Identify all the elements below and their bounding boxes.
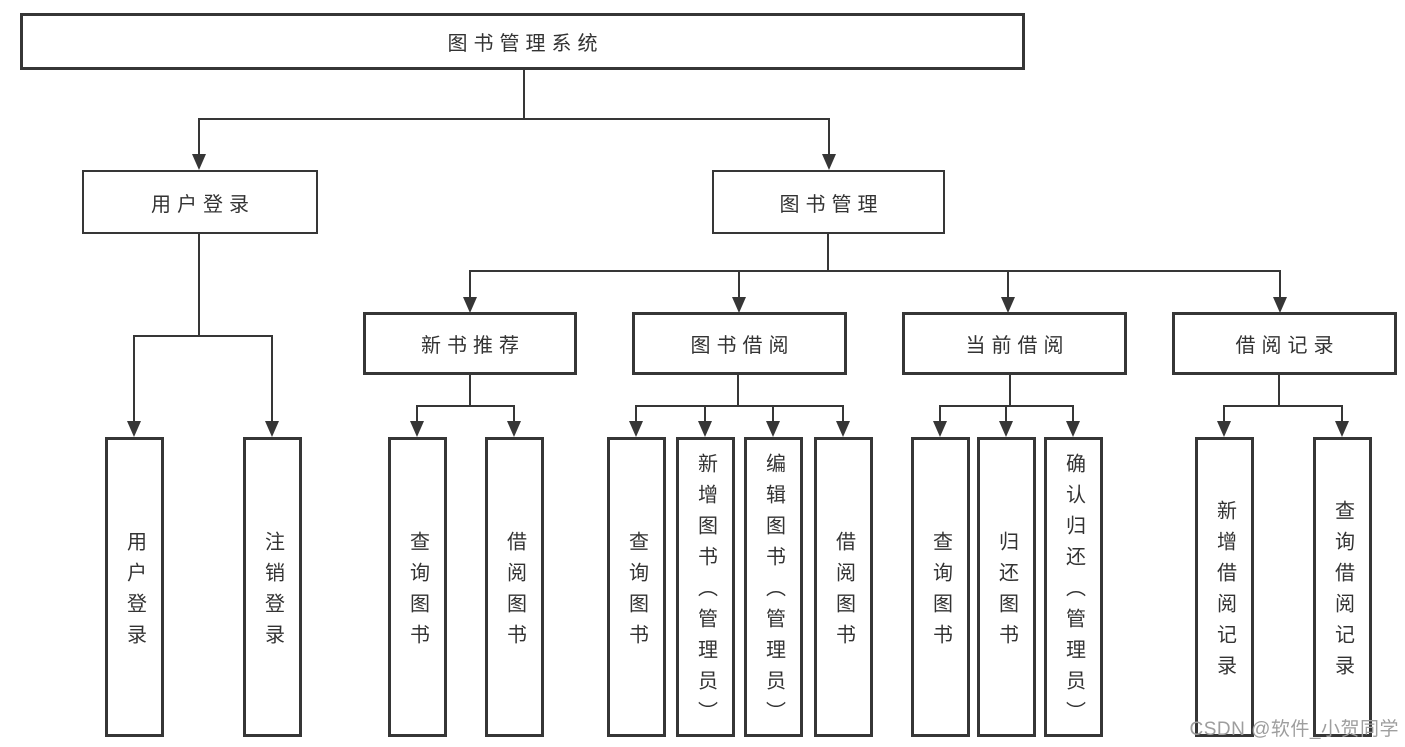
connector-line [842, 405, 844, 423]
node-current-borrowing: 当前借阅 [902, 312, 1127, 375]
connector-line [635, 405, 844, 407]
arrowhead-down-icon [766, 421, 780, 437]
leaf-logout-label: 注销登录 [261, 530, 284, 655]
node-user-login-label: 用户登录 [151, 193, 255, 216]
connector-line [737, 373, 739, 407]
arrowhead-down-icon [410, 421, 424, 437]
arrowhead-down-icon [822, 154, 836, 170]
arrowhead-down-icon [265, 421, 279, 437]
leaf-newbook-borrow: 借阅图书 [485, 437, 544, 737]
connector-line [513, 405, 515, 423]
node-borrowing-records-label: 借阅记录 [1235, 335, 1340, 357]
leaf-current-query-label: 查询图书 [929, 530, 952, 655]
arrowhead-down-icon [463, 297, 477, 313]
leaf-add-borrow-record-label: 新增借阅记录 [1213, 499, 1236, 686]
connector-line [198, 118, 830, 120]
arrowhead-down-icon [999, 421, 1013, 437]
arrowhead-down-icon [1001, 297, 1015, 313]
connector-line [1007, 270, 1009, 299]
connector-line [469, 373, 471, 407]
leaf-borrow-book-label: 借阅图书 [832, 530, 855, 655]
leaf-query-borrow-record-label: 查询借阅记录 [1331, 499, 1354, 686]
connector-line [827, 232, 829, 272]
node-root-label: 图书管理系统 [447, 33, 604, 55]
node-root: 图书管理系统 [20, 13, 1025, 70]
leaf-confirm-return-admin: 确认归还（管理员） [1044, 437, 1103, 737]
node-book-management: 图书管理 [712, 170, 945, 234]
node-book-borrowing: 图书借阅 [632, 312, 847, 375]
leaf-return-book: 归还图书 [977, 437, 1036, 737]
leaf-add-book-admin: 新增图书（管理员） [676, 437, 735, 737]
leaf-logout: 注销登录 [243, 437, 302, 737]
connector-line [198, 232, 200, 337]
leaf-return-book-label: 归还图书 [995, 530, 1018, 655]
connector-line [1005, 405, 1007, 423]
arrowhead-down-icon [1273, 297, 1287, 313]
connector-line [1223, 405, 1343, 407]
node-borrowing-records: 借阅记录 [1172, 312, 1397, 375]
connector-line [1341, 405, 1343, 423]
node-book-borrowing-label: 图书借阅 [690, 335, 795, 357]
leaf-newbook-query: 查询图书 [388, 437, 447, 737]
arrowhead-down-icon [192, 154, 206, 170]
node-book-management-label: 图书管理 [779, 193, 884, 216]
connector-line [416, 405, 515, 407]
arrowhead-down-icon [1335, 421, 1349, 437]
arrowhead-down-icon [836, 421, 850, 437]
arrowhead-down-icon [127, 421, 141, 437]
connector-line [1009, 373, 1011, 407]
leaf-query-borrow-record: 查询借阅记录 [1313, 437, 1372, 737]
leaf-edit-book-admin: 编辑图书（管理员） [744, 437, 803, 737]
connector-line [198, 118, 200, 156]
connector-line [828, 118, 830, 156]
leaf-newbook-query-label: 查询图书 [406, 530, 429, 655]
leaf-add-borrow-record: 新增借阅记录 [1195, 437, 1254, 737]
leaf-confirm-return-admin-label: 确认归还（管理员） [1062, 453, 1085, 732]
connector-line [271, 335, 273, 423]
leaf-borrowing-query-label: 查询图书 [625, 530, 648, 655]
connector-line [738, 270, 740, 299]
connector-line [133, 335, 273, 337]
connector-line [635, 405, 637, 423]
arrowhead-down-icon [698, 421, 712, 437]
connector-line [1072, 405, 1074, 423]
csdn-watermark: CSDN @软件_小贺同学 [1189, 719, 1399, 740]
node-new-book-recommend-label: 新书推荐 [421, 335, 525, 357]
node-current-borrowing-label: 当前借阅 [965, 335, 1070, 357]
arrowhead-down-icon [732, 297, 746, 313]
arrowhead-down-icon [629, 421, 643, 437]
connector-line [1279, 270, 1281, 299]
connector-line [939, 405, 941, 423]
connector-line [772, 405, 774, 423]
leaf-borrow-book: 借阅图书 [814, 437, 873, 737]
arrowhead-down-icon [1066, 421, 1080, 437]
connector-line [133, 335, 135, 423]
leaf-user-login-label: 用户登录 [123, 530, 146, 655]
connector-line [416, 405, 418, 423]
connector-line [1223, 405, 1225, 423]
leaf-newbook-borrow-label: 借阅图书 [503, 530, 526, 655]
leaf-add-book-admin-label: 新增图书（管理员） [694, 453, 717, 732]
arrowhead-down-icon [507, 421, 521, 437]
connector-line [523, 67, 525, 120]
leaf-current-query: 查询图书 [911, 437, 970, 737]
leaf-user-login: 用户登录 [105, 437, 164, 737]
connector-line [1278, 373, 1280, 407]
connector-line [469, 270, 1281, 272]
arrowhead-down-icon [1217, 421, 1231, 437]
connector-line [704, 405, 706, 423]
connector-line [469, 270, 471, 299]
node-new-book-recommend: 新书推荐 [363, 312, 577, 375]
node-user-login: 用户登录 [82, 170, 318, 234]
leaf-borrowing-query: 查询图书 [607, 437, 666, 737]
leaf-edit-book-admin-label: 编辑图书（管理员） [762, 453, 785, 732]
arrowhead-down-icon [933, 421, 947, 437]
